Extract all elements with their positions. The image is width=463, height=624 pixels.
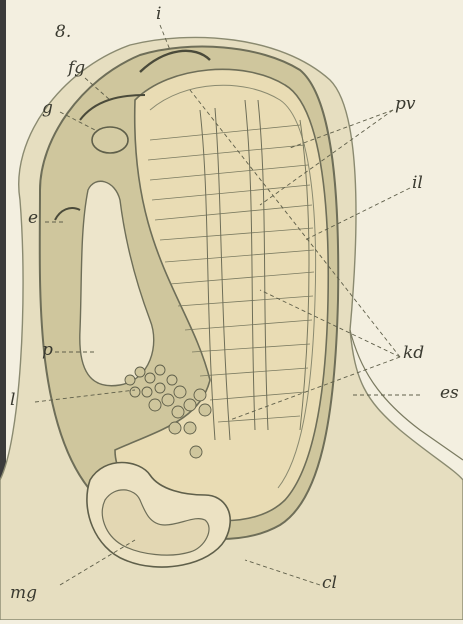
label-es: es: [440, 385, 459, 402]
label-il: il: [412, 175, 423, 192]
ganglion-g: [92, 127, 128, 153]
label-l: l: [10, 392, 15, 409]
label-e: e: [28, 210, 38, 227]
label-kd: kd: [403, 345, 424, 362]
label-pv: pv: [395, 96, 416, 113]
label-mg: mg: [10, 585, 37, 602]
label-p: p: [42, 342, 53, 359]
figure-number: 8.: [55, 24, 71, 41]
label-cl: cl: [322, 575, 337, 592]
label-i: i: [156, 6, 161, 23]
label-fg: fg: [68, 60, 85, 77]
label-g: g: [42, 100, 53, 117]
